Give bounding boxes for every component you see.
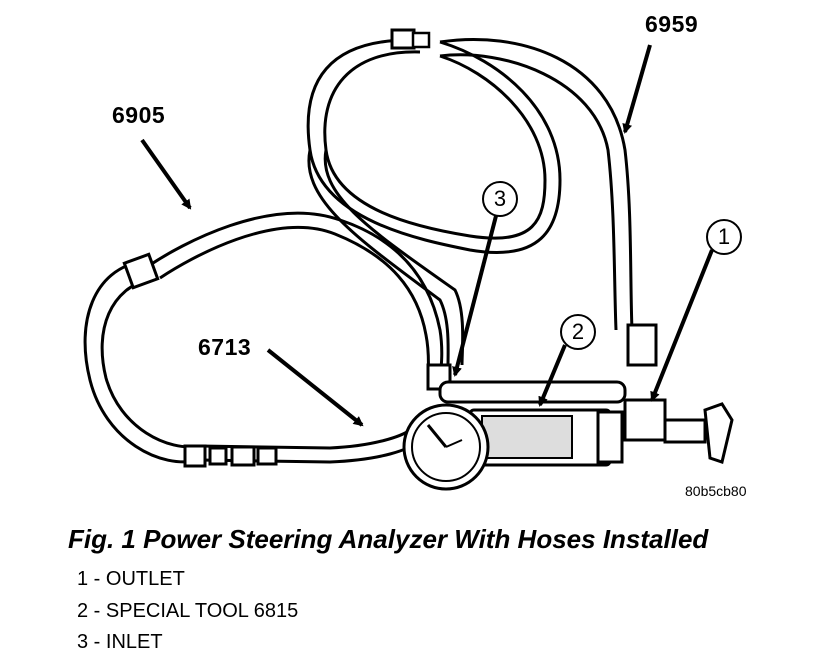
hose-fittings-lower: [122, 252, 452, 468]
leader-callout-2: [538, 344, 567, 407]
fitting-6959-outlet: [626, 323, 658, 367]
fitting-6959-end: [390, 28, 416, 50]
diagram-figure: [83, 28, 734, 491]
callout-1: 1: [706, 219, 742, 255]
hose-label-6905: 6905: [112, 102, 166, 128]
analyzer-tool-6815: [402, 380, 734, 491]
legend-item-2: 2 - SPECIAL TOOL 6815: [77, 600, 299, 622]
leader-6713: [266, 348, 364, 427]
leader-callout-1: [650, 249, 714, 402]
legend-item-3: 3 - INLET: [77, 631, 163, 653]
leader-arrows: [140, 44, 714, 427]
hose-label-6713: 6713: [198, 334, 252, 360]
image-code: 80b5cb80: [685, 483, 747, 499]
figure-caption: Fig. 1 Power Steering Analyzer With Hose…: [68, 524, 709, 554]
leader-6959: [622, 44, 652, 134]
legend-item-1: 1 - OUTLET: [77, 568, 185, 590]
callout-2: 2: [560, 314, 596, 350]
hose-label-6959: 6959: [645, 11, 699, 37]
callout-3: 3: [482, 181, 518, 217]
hose-6959: [306, 38, 634, 366]
diagram-drawing: [83, 28, 734, 491]
leader-6905: [140, 138, 192, 210]
hose-6905-6713: [83, 211, 444, 464]
leader-callout-3: [452, 211, 499, 377]
